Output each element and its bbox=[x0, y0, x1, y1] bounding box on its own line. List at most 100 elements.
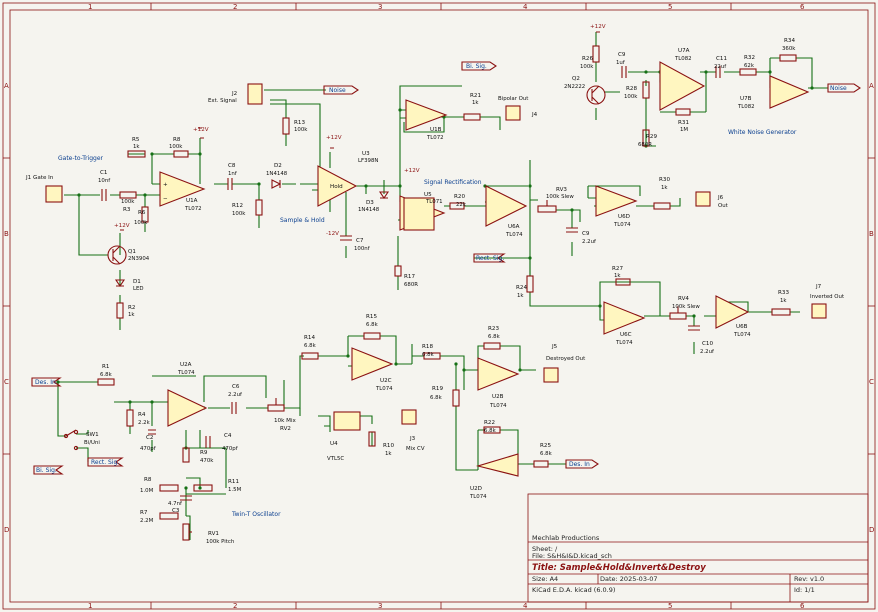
u6d-value: TL074 bbox=[613, 222, 631, 228]
u1a-value: TL072 bbox=[184, 206, 202, 212]
j7-value: Inverted Out bbox=[810, 294, 844, 300]
capacitors bbox=[101, 66, 721, 501]
u2c-value: TL074 bbox=[375, 386, 393, 392]
white-noise-title: White Noise Generator bbox=[728, 129, 797, 136]
opamp-u6d bbox=[595, 185, 638, 217]
r29-value: 680R bbox=[638, 142, 652, 148]
column-label-4: 4 bbox=[523, 3, 528, 11]
potentiometers bbox=[182, 200, 687, 541]
p12-u3: +12V bbox=[326, 135, 342, 141]
u6c-ref: U6C bbox=[620, 332, 632, 338]
u2d-value: TL074 bbox=[469, 494, 487, 500]
r2-value: 1k bbox=[128, 312, 135, 318]
r22-ref: R22 bbox=[484, 420, 495, 426]
c9-ref: C9 bbox=[618, 52, 626, 58]
u1b-value: TL072 bbox=[426, 135, 444, 141]
r28-value: 100k bbox=[624, 94, 638, 100]
q2-ref: Q2 bbox=[572, 76, 580, 82]
opamp-u6c bbox=[603, 301, 646, 335]
row-label-a-right: A bbox=[869, 82, 874, 90]
r24-ref: R24 bbox=[516, 285, 527, 291]
junctions bbox=[56, 70, 814, 490]
section-titles: Gate-to-Trigger Sample & Hold Signal Rec… bbox=[58, 129, 797, 518]
row-label-b: B bbox=[4, 230, 9, 238]
j2-ref: J2 bbox=[231, 91, 237, 97]
r15-ref: R15 bbox=[366, 314, 377, 320]
r12-value: 100k bbox=[232, 211, 246, 217]
c9c-ref: C9 bbox=[582, 231, 590, 237]
d2-ref: D2 bbox=[274, 163, 282, 169]
c2-value: 470pf bbox=[140, 446, 156, 452]
r1-ref: R1 bbox=[102, 364, 110, 370]
rv1-ref: RV1 bbox=[208, 531, 219, 537]
u2c-ref: U2C bbox=[380, 378, 392, 384]
wires bbox=[57, 32, 828, 540]
svg-text:+: + bbox=[163, 182, 168, 188]
r25-ref: R25 bbox=[540, 443, 551, 449]
c1-value: 10nf bbox=[98, 178, 110, 184]
r31-ref: R31 bbox=[678, 120, 689, 126]
r18-ref: R18 bbox=[422, 344, 433, 350]
q2-value: 2N2222 bbox=[564, 84, 585, 90]
u6d-ref: U6D bbox=[618, 214, 630, 220]
j4-value: Bipolar Out bbox=[498, 96, 528, 102]
u3-value: LF398N bbox=[358, 158, 378, 164]
r27-ref: R27 bbox=[612, 266, 623, 272]
net-noise-1: Noise bbox=[329, 87, 346, 94]
r4-value: 2.2k bbox=[138, 420, 151, 426]
r5-ref: R5 bbox=[132, 137, 140, 143]
u6b-ref: U6B bbox=[736, 324, 748, 330]
r31-value: 1M bbox=[680, 127, 688, 133]
transistors bbox=[107, 85, 606, 265]
r30-value: 1k bbox=[661, 185, 668, 191]
tb-company: Mechlab Productions bbox=[532, 534, 600, 542]
r6-value: 100k bbox=[134, 220, 148, 226]
r2-ref: R2 bbox=[128, 305, 135, 311]
tb-file: File: S&H&I&D.kicad_sch bbox=[532, 552, 612, 560]
net-des-in-2: Des. In bbox=[569, 461, 590, 468]
tb-title: Title: Sample&Hold&Invert&Destroy bbox=[532, 563, 706, 573]
m12-u3: -12V bbox=[326, 231, 339, 237]
r14-ref: R14 bbox=[304, 335, 315, 341]
u6a-ref: U6A bbox=[508, 224, 520, 230]
sample-hold-title: Sample & Hold bbox=[280, 217, 325, 224]
r13-value: 100k bbox=[294, 127, 308, 133]
r9-value: 470k bbox=[200, 458, 214, 464]
column-label-3-bottom: 3 bbox=[378, 602, 382, 610]
opamp-u6b bbox=[715, 295, 750, 329]
p12-q1: +12V bbox=[114, 223, 130, 229]
d2-value: 1N4148 bbox=[266, 171, 288, 177]
u7b-ref: U7B bbox=[740, 96, 752, 102]
column-label-4-bottom: 4 bbox=[523, 602, 528, 610]
opamp-u2d bbox=[475, 453, 519, 477]
u1a-ref: U1A bbox=[186, 198, 198, 204]
r32-value: 62k bbox=[744, 63, 755, 69]
u2a-value: TL074 bbox=[177, 370, 195, 376]
r21-value: 1k bbox=[472, 100, 479, 106]
r7-ref: R7 bbox=[140, 510, 148, 516]
j6-value: Out bbox=[718, 203, 728, 209]
row-label-d: D bbox=[4, 526, 9, 534]
r33-value: 1k bbox=[780, 298, 787, 304]
r20-ref: R20 bbox=[454, 194, 465, 200]
r11-value: 1.5M bbox=[228, 487, 242, 493]
r14-value: 6.8k bbox=[304, 343, 317, 349]
column-label-5-bottom: 5 bbox=[668, 602, 672, 610]
row-label-d-right: D bbox=[869, 526, 874, 534]
c7-value: 100nf bbox=[354, 246, 370, 252]
row-label-b-right: B bbox=[869, 230, 874, 238]
switch-sw1 bbox=[63, 429, 79, 451]
r19-value: 6.8k bbox=[430, 395, 443, 401]
c4-value: 470pf bbox=[222, 446, 238, 452]
r5-value: 1k bbox=[133, 144, 140, 150]
r23-value: 6.8k bbox=[488, 334, 501, 340]
net-noise-2: Noise bbox=[830, 85, 847, 92]
rv1-value: 100k Pitch bbox=[206, 539, 234, 545]
power-labels: +12V +12V -12V +12V +12V +12V bbox=[114, 24, 606, 237]
r10-ref: R10 bbox=[383, 443, 394, 449]
rv4-ref: RV4 bbox=[678, 296, 689, 302]
r17-value: 680R bbox=[404, 282, 418, 288]
rv4-value: 100k Slew bbox=[672, 304, 700, 310]
